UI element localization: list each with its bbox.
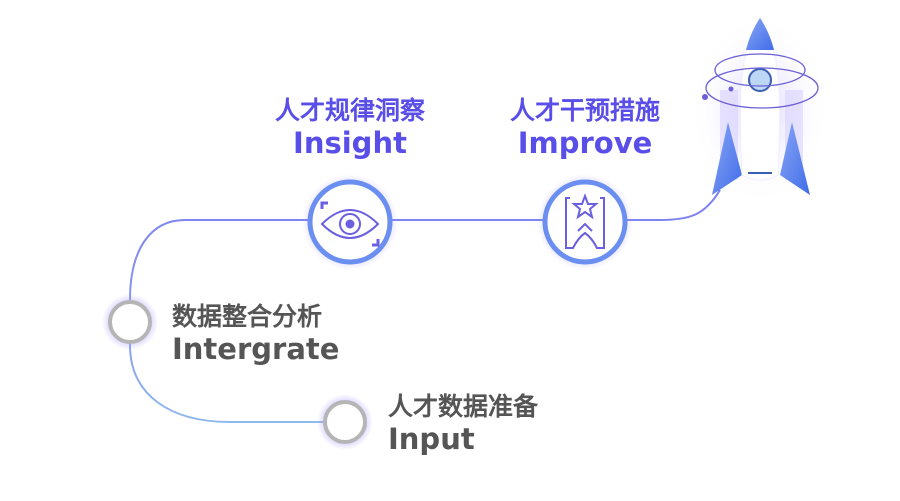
step-intergrate-label: 数据整合分析 Intergrate — [172, 302, 339, 367]
step-insight-en: Insight — [293, 126, 407, 160]
eye-icon — [320, 201, 380, 247]
step-improve-cn: 人才干预措施 — [509, 96, 660, 125]
step-insight-cn: 人才规律洞察 — [274, 96, 425, 125]
step-input-cn: 人才数据准备 — [388, 392, 539, 421]
step-intergrate-en: Intergrate — [172, 332, 340, 366]
step-improve-en: Improve — [517, 126, 653, 160]
node-intergrate — [102, 294, 158, 350]
star-arrow-icon — [565, 193, 605, 249]
step-insight-label: 人才规律洞察 Insight — [250, 96, 450, 161]
rocket-illustration — [690, 15, 830, 205]
step-input-label: 人才数据准备 Input — [388, 392, 538, 457]
node-improve — [537, 174, 633, 270]
path-line — [129, 189, 721, 423]
step-intergrate-cn: 数据整合分析 — [172, 302, 323, 331]
step-input-en: Input — [388, 422, 475, 456]
node-input — [317, 394, 373, 450]
node-insight — [302, 174, 398, 270]
step-improve-label: 人才干预措施 Improve — [485, 96, 685, 161]
